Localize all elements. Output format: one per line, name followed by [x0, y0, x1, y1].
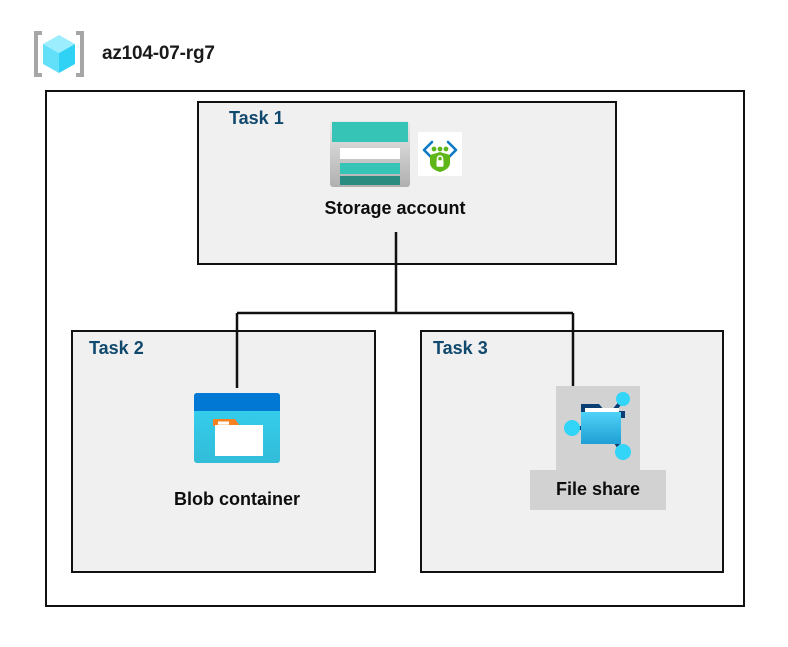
file-share-label: File share	[529, 470, 667, 510]
blob-container-icon	[193, 392, 281, 469]
secure-endpoint-shield-icon	[418, 131, 462, 181]
storage-icon-row	[328, 120, 462, 192]
blob-container-label: Blob container	[173, 489, 300, 509]
node-blob-container: Blob container	[152, 392, 322, 510]
resource-group-name: az104-07-rg7	[102, 43, 215, 64]
storage-account-icon	[328, 119, 412, 194]
resource-group-cube-icon	[30, 28, 88, 80]
storage-account-label: Storage account	[324, 198, 466, 218]
resource-group-header: az104-07-rg7	[30, 26, 215, 82]
node-storage-account: Storage account	[290, 120, 500, 219]
task-2-label: Task 2	[89, 338, 144, 358]
node-file-share: File share	[508, 386, 688, 510]
file-share-icon-backdrop	[556, 386, 640, 470]
task-1-label: Task 1	[229, 108, 284, 128]
task-3-label: Task 3	[433, 338, 488, 358]
file-share-icon	[559, 388, 637, 469]
